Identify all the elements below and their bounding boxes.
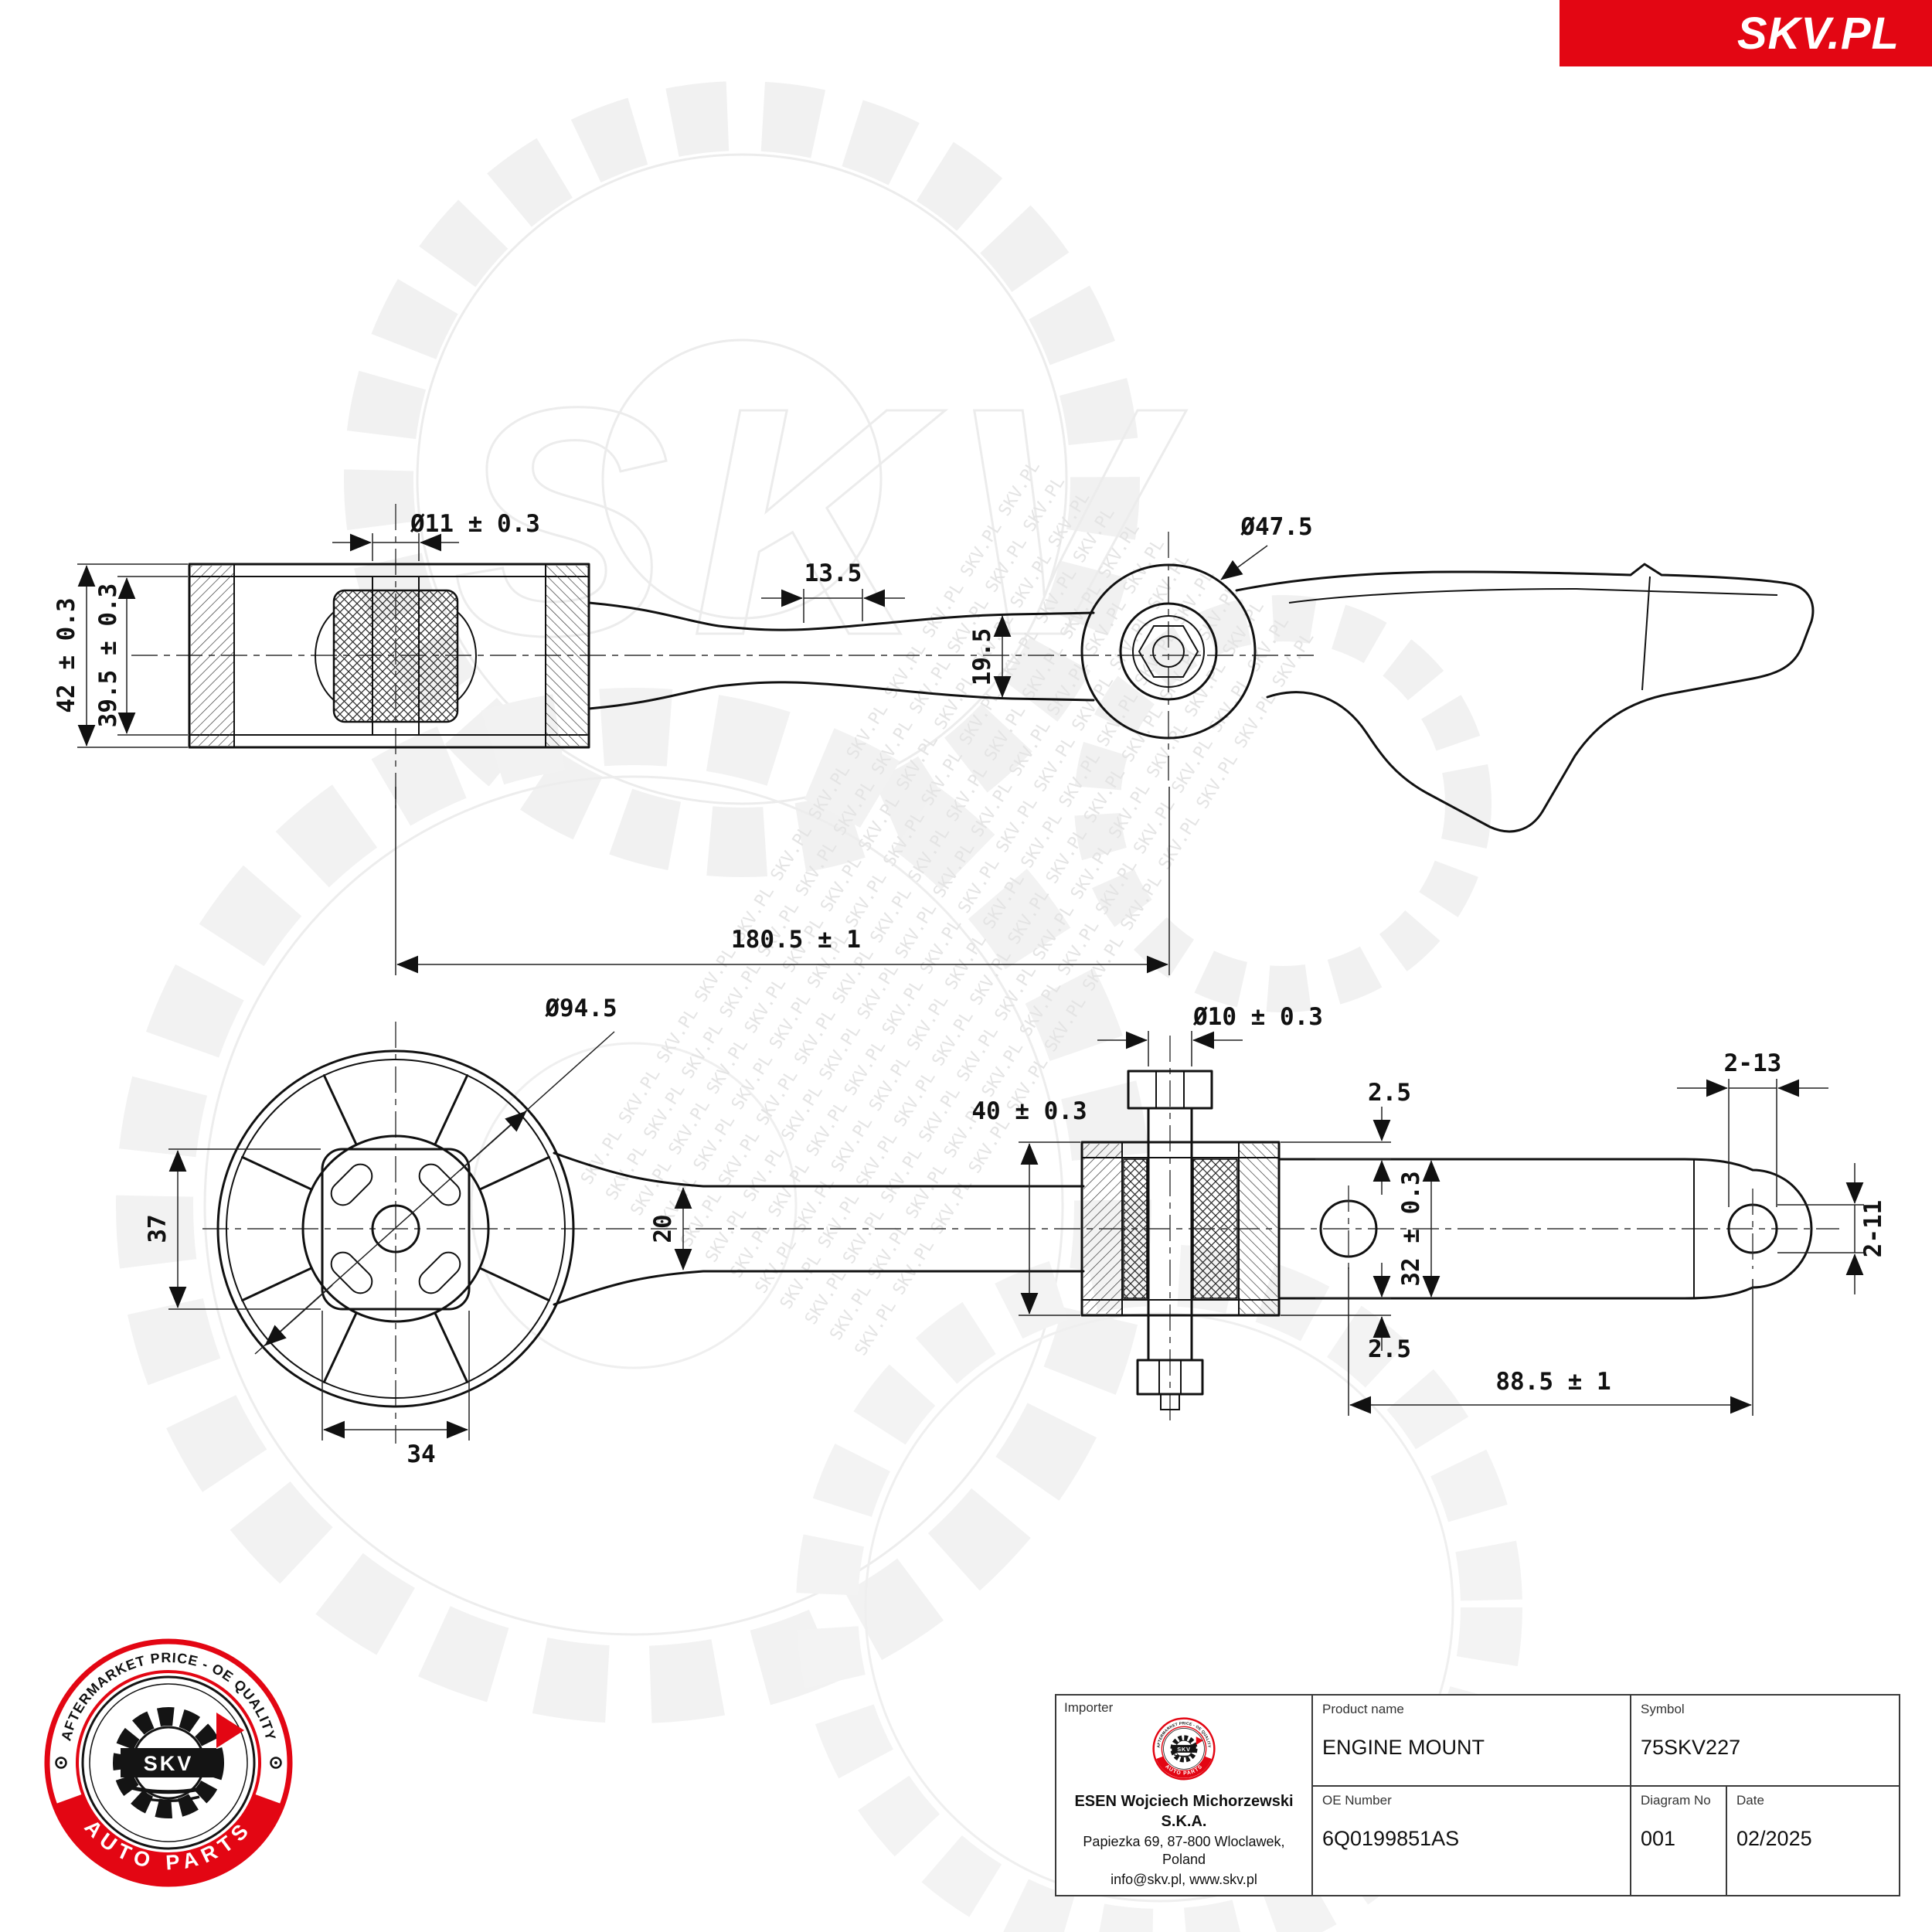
brand-logo-text: SKV.PL [1736, 8, 1900, 59]
svg-text:2-13: 2-13 [1724, 1049, 1782, 1077]
svg-text:Ø10 ± 0.3: Ø10 ± 0.3 [1192, 1003, 1323, 1031]
plan-bushing-outline [1080, 1141, 1281, 1317]
dim-stud-diameter: Ø10 ± 0.3 [1097, 1003, 1323, 1066]
dim-neck-height: 19.5 [968, 615, 1012, 698]
dim-holes-2-13: 2-13 [1677, 1049, 1828, 1207]
product-name-cell: Product name ENGINE MOUNT [1311, 1696, 1630, 1785]
symbol-cell: Symbol 75SKV227 [1630, 1696, 1899, 1785]
svg-text:Ø94.5: Ø94.5 [544, 995, 617, 1022]
bushing-rubber-core [332, 589, 459, 723]
plan-view-drawing: 180.5 ± 1 Ø1 [395, 787, 1887, 1427]
date-cell: Date 02/2025 [1726, 1785, 1899, 1895]
dim-plate-height: 37 [144, 1148, 321, 1310]
diagram-no-cell: Diagram No 001 [1630, 1785, 1726, 1895]
dim-hole-spacing: 88.5 ± 1 [1348, 1267, 1753, 1416]
center-hole [371, 1204, 420, 1253]
svg-text:Ø11 ± 0.3: Ø11 ± 0.3 [410, 510, 540, 538]
quality-stamp: AFTERMARKET PRICE - OE QUALITY AUTO PART… [44, 1638, 293, 1887]
svg-text:2.5: 2.5 [1368, 1335, 1411, 1363]
dim-outer-height: 42 ± 0.3 [53, 563, 188, 748]
svg-text:88.5 ± 1: 88.5 ± 1 [1495, 1368, 1611, 1396]
bracket-outline [1235, 563, 1815, 833]
diagram-date-row: Diagram No 001 Date 02/2025 [1630, 1785, 1899, 1895]
dim-inner-height: 39.5 ± 0.3 [94, 576, 188, 736]
boss-housing-circle [1080, 563, 1257, 740]
dim-neck-width: 20 [649, 1187, 692, 1270]
svg-text:37: 37 [144, 1214, 172, 1243]
dim-bushing-width: 40 ± 0.3 [971, 1097, 1087, 1316]
dim-step-top: 2.5 [1281, 1079, 1411, 1195]
diagram-no-value: 001 [1641, 1827, 1676, 1850]
svg-text:2-11: 2-11 [1859, 1200, 1887, 1258]
dim-holes-2-11: 2-11 [1777, 1163, 1887, 1294]
center-plate [321, 1148, 471, 1311]
oe-number-label: OE Number [1322, 1793, 1392, 1808]
importer-label: Importer [1064, 1700, 1114, 1715]
stud-hex-nut [1127, 1070, 1213, 1110]
dim-center-distance: 180.5 ± 1 [395, 787, 1170, 975]
importer-address: Papiezka 69, 87-800 Wloclawek, Poland [1083, 1833, 1285, 1868]
product-name-value: ENGINE MOUNT [1322, 1736, 1485, 1759]
importer-cell: Importer AFTERMARKET PRICE - OE QUALITY … [1056, 1696, 1311, 1895]
oe-number-value: 6Q0199851AS [1322, 1827, 1460, 1850]
svg-text:39.5 ± 0.3: 39.5 ± 0.3 [94, 583, 122, 728]
svg-text:20: 20 [649, 1214, 677, 1243]
svg-text:SKV: SKV [1177, 1746, 1191, 1753]
title-block: Importer AFTERMARKET PRICE - OE QUALITY … [1055, 1694, 1900, 1896]
dim-pulley-diameter: Ø94.5 [254, 995, 617, 1355]
oe-number-cell: OE Number 6Q0199851AS [1311, 1785, 1630, 1895]
spokes [241, 1074, 550, 1383]
diagram-no-label: Diagram No [1641, 1793, 1711, 1808]
brand-banner: SKV.PL [1560, 0, 1932, 66]
svg-text:2.5: 2.5 [1368, 1079, 1411, 1107]
importer-contact: info@skv.pl, www.skv.pl [1111, 1871, 1257, 1887]
svg-text:34: 34 [406, 1440, 435, 1468]
svg-text:32 ± 0.3: 32 ± 0.3 [1397, 1171, 1425, 1286]
symbol-value: 75SKV227 [1641, 1736, 1741, 1759]
dim-plate-width: 34 [321, 1311, 470, 1468]
symbol-label: Symbol [1641, 1702, 1685, 1716]
svg-text:42 ± 0.3: 42 ± 0.3 [53, 597, 80, 713]
dim-neck-flat: 13.5 [761, 560, 905, 623]
front-view-drawing: Ø94.5 37 34 20 [144, 995, 1839, 1468]
svg-text:180.5 ± 1: 180.5 ± 1 [731, 926, 861, 954]
date-value: 02/2025 [1736, 1827, 1812, 1850]
product-name-label: Product name [1322, 1702, 1404, 1716]
dim-arm-width: 32 ± 0.3 [1397, 1160, 1440, 1298]
arm-top-edge [587, 601, 1095, 631]
svg-text:Ø47.5: Ø47.5 [1240, 513, 1312, 541]
pulley-outer-circle [216, 1049, 575, 1408]
svg-text:40 ± 0.3: 40 ± 0.3 [971, 1097, 1087, 1125]
dim-pin-diameter: Ø11 ± 0.3 [332, 510, 540, 561]
skv-stamp-logo: AFTERMARKET PRICE - OE QUALITY AUTO PART… [1152, 1717, 1216, 1781]
stamp-center-text: SKV [144, 1752, 194, 1775]
importer-company: ESEN Wojciech Michorzewski S.K.A. [1074, 1792, 1294, 1830]
arm-bottom-edge [587, 681, 1095, 710]
svg-text:19.5: 19.5 [968, 628, 996, 686]
dim-boss-diameter: Ø47.5 [1220, 513, 1313, 580]
dim-step-bottom: 2.5 [1281, 1263, 1411, 1363]
svg-text:13.5: 13.5 [804, 560, 862, 587]
bolt-head-hex [1138, 625, 1199, 678]
date-label: Date [1736, 1793, 1764, 1808]
plan-arm-outline [1277, 1158, 1813, 1300]
importer-details: ESEN Wojciech Michorzewski S.K.A. Papiez… [1066, 1791, 1302, 1889]
side-view-drawing: Ø11 ± 0.3 42 ± 0.3 39.5 ± 0.3 13.5 [53, 504, 1815, 833]
